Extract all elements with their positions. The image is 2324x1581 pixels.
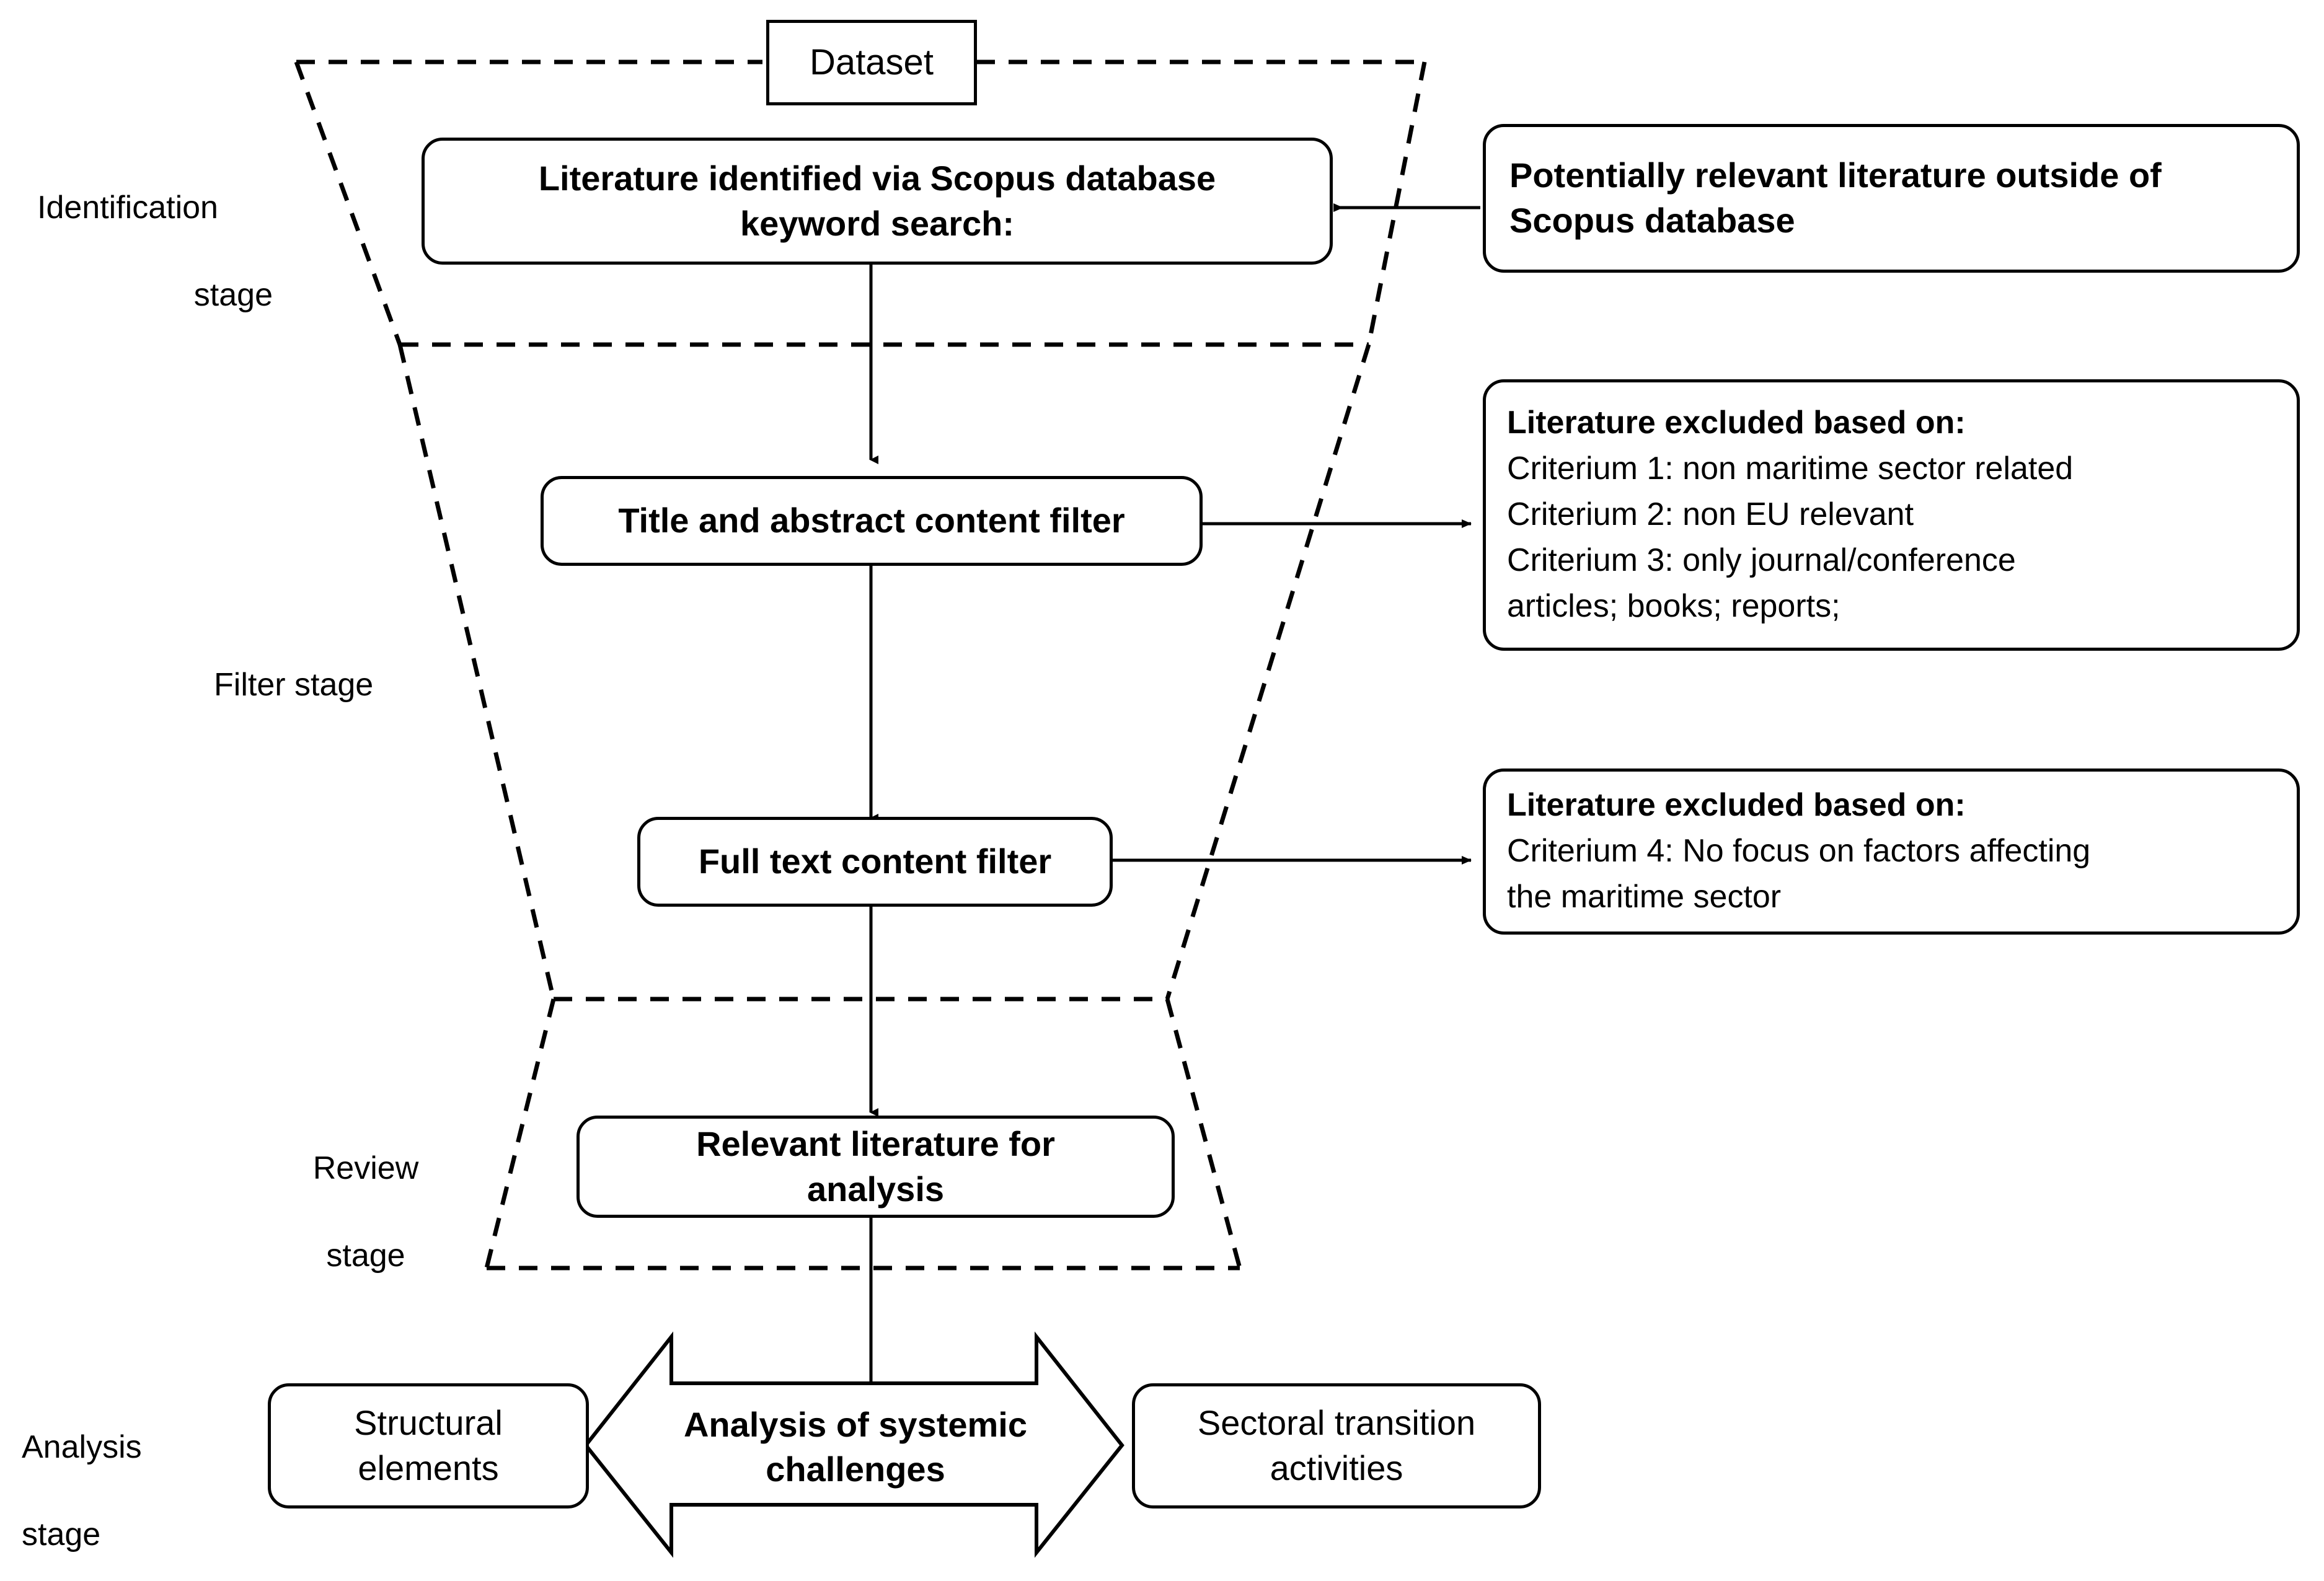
exclusion-box-1-line-4: articles; books; reports;: [1507, 588, 1840, 624]
node-scopus-search-line1: Literature identified via Scopus databas…: [538, 158, 1216, 198]
node-relevant-literature-line2: analysis: [806, 1169, 945, 1209]
exclusion-box-1[interactable]: Literature excluded based on: Criterium …: [1483, 379, 2300, 651]
exclusion-box-2-line-1: Criterium 4: No focus on factors affecti…: [1507, 833, 2091, 870]
funnel-left-wall-lower: [484, 998, 556, 1269]
node-outside-scopus[interactable]: Potentially relevant literature outside …: [1483, 124, 2300, 273]
exclusion-box-1-heading: Literature excluded based on:: [1507, 405, 1966, 441]
funnel-left-wall-upper: [294, 61, 402, 346]
stage-label-analysis: Analysis stage: [22, 1382, 208, 1581]
node-sectoral-transition-line1: Sectoral transition: [1197, 1403, 1476, 1443]
node-structural-elements-line1: Structural: [354, 1403, 503, 1443]
stage-label-review-line2: stage: [326, 1237, 405, 1274]
stage-label-review: Review stage: [285, 1103, 446, 1321]
stage-label-filter-line1: Filter stage: [214, 667, 374, 703]
stage-label-analysis-line2: stage: [22, 1516, 101, 1552]
node-scopus-search[interactable]: Literature identified via Scopus databas…: [422, 138, 1333, 265]
node-title-abstract-filter-label: Title and abstract content filter: [618, 501, 1125, 540]
node-analysis-of-challenges-line2: challenges: [766, 1450, 945, 1489]
node-title-abstract-filter[interactable]: Title and abstract content filter: [541, 476, 1203, 566]
node-relevant-literature-line1: Relevant literature for: [696, 1124, 1055, 1163]
funnel-right-wall-upper: [1366, 61, 1427, 345]
stage-label-filter: Filter stage: [214, 620, 480, 751]
stage-label-review-line1: Review: [312, 1150, 419, 1187]
stage-label-identification-line2: stage: [193, 276, 273, 313]
double-headed-arrow-shape: [583, 1331, 1124, 1558]
stage-label-analysis-line1: Analysis: [22, 1429, 142, 1466]
node-scopus-search-line2: keyword search:: [740, 203, 1014, 243]
node-structural-elements-line2: elements: [358, 1448, 499, 1487]
exclusion-box-1-line-3: Criterium 3: only journal/conference: [1507, 542, 2016, 578]
node-relevant-literature[interactable]: Relevant literature for analysis: [577, 1116, 1175, 1218]
funnel-left-wall-middle: [397, 344, 556, 1000]
node-analysis-of-challenges-line1: Analysis of systemic: [683, 1405, 1028, 1445]
node-outside-scopus-line1: Potentially relevant literature outside …: [1509, 156, 2162, 195]
node-analysis-of-challenges[interactable]: Analysis of systemic challenges: [673, 1388, 1038, 1506]
funnel-right-wall-middle: [1165, 343, 1371, 1000]
node-sectoral-transition[interactable]: Sectoral transition activities: [1132, 1383, 1541, 1508]
stage-label-identification: Identification stage: [37, 143, 273, 360]
node-full-text-filter-label: Full text content filter: [698, 842, 1052, 881]
stage-label-identification-line1: Identification: [37, 190, 218, 226]
funnel-outline: [294, 59, 1427, 1271]
funnel-right-wall-lower: [1165, 998, 1242, 1269]
node-dataset[interactable]: Dataset: [766, 20, 977, 105]
node-structural-elements[interactable]: Structural elements: [268, 1383, 589, 1508]
node-full-text-filter[interactable]: Full text content filter: [637, 817, 1113, 907]
exclusion-box-2-line-2: the maritime sector: [1507, 878, 1782, 915]
node-outside-scopus-line2: Scopus database: [1509, 201, 1795, 240]
node-dataset-label: Dataset: [810, 42, 934, 83]
exclusion-box-2[interactable]: Literature excluded based on: Criterium …: [1483, 768, 2300, 935]
exclusion-box-2-heading: Literature excluded based on:: [1507, 787, 1966, 824]
exclusion-box-1-line-2: Criterium 2: non EU relevant: [1507, 496, 1914, 533]
exclusion-box-1-line-1: Criterium 1: non maritime sector related: [1507, 451, 2074, 487]
node-sectoral-transition-line2: activities: [1270, 1448, 1403, 1487]
